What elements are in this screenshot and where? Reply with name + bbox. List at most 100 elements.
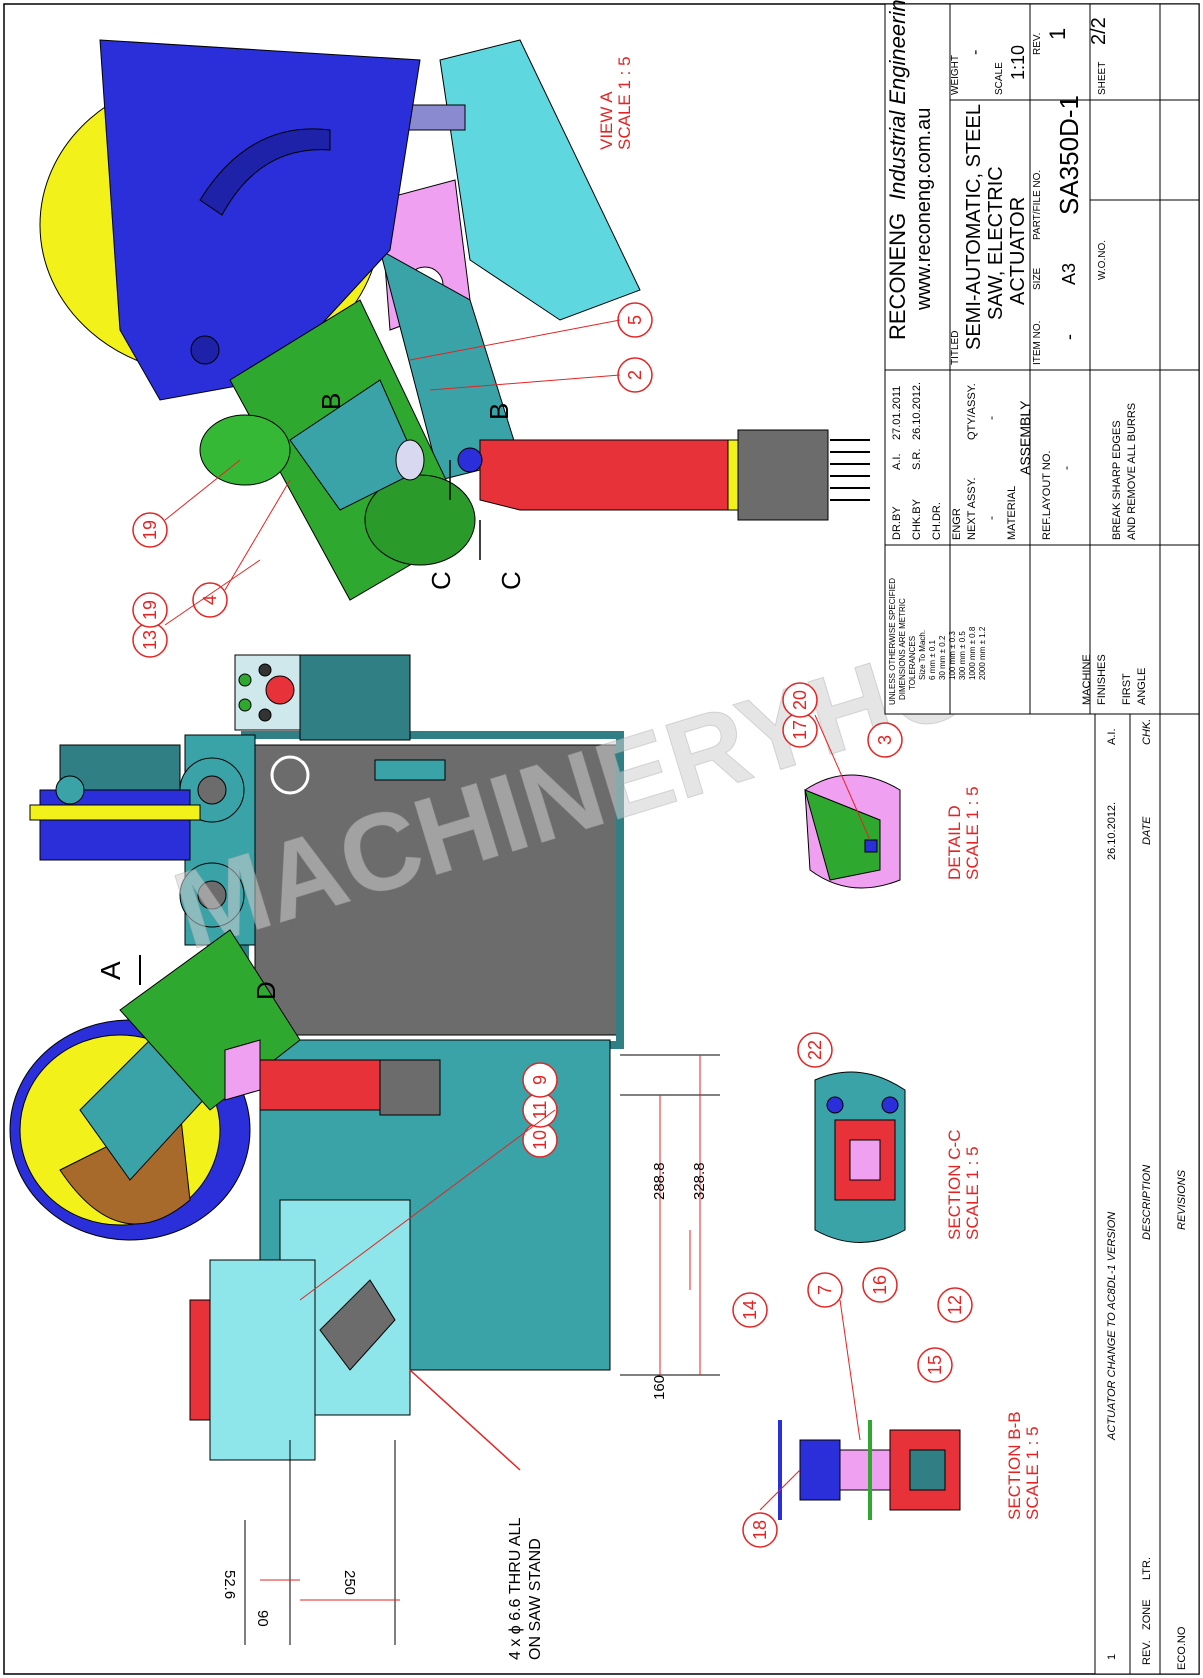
svg-text:19: 19: [140, 520, 160, 540]
view-a-motor-end: [199, 414, 291, 486]
callout-22: [797, 1032, 833, 1068]
view-a-scale: SCALE 1 : 5: [615, 56, 634, 150]
callout-15: [917, 1347, 953, 1383]
callouts: [132, 302, 973, 1548]
svg-text:PART/FILE NO.: PART/FILE NO.: [1032, 170, 1043, 240]
svg-text:30 mm ± 0.2: 30 mm ± 0.2: [938, 635, 947, 680]
view-a-guard-slot: [199, 128, 331, 216]
callout-9: [522, 1062, 558, 1098]
svg-text:NEXT ASSY.: NEXT ASSY.: [966, 477, 978, 540]
svg-text:DIMENSIONS ARE METRIC: DIMENSIONS ARE METRIC: [898, 598, 907, 700]
svg-text:MACHINE: MACHINE: [1081, 654, 1093, 705]
svg-text:CH.DR.: CH.DR.: [931, 502, 943, 540]
title-block: [884, 3, 1200, 715]
revisions-block: [1094, 713, 1200, 1675]
svg-text:9: 9: [530, 1075, 550, 1085]
section-bb-scale: SCALE 1 : 5: [1023, 1426, 1042, 1520]
sheet-number: 2/2: [1088, 17, 1110, 45]
front-view-actuator: [259, 1059, 381, 1111]
callout-labels: 19 13 19 4 2 5 17 20 3 22 10 11 9 14 7 1…: [140, 315, 965, 1540]
svg-text:15: 15: [925, 1355, 945, 1375]
section-cc-scale: SCALE 1 : 5: [963, 1146, 982, 1240]
detail-d-scale: SCALE 1 : 5: [963, 786, 982, 880]
svg-text:CHK.: CHK.: [1141, 719, 1153, 745]
dim-52-6: 52.6: [221, 1570, 238, 1599]
material-value: ASSEMBLY: [1017, 400, 1033, 475]
svg-text:-: -: [984, 516, 998, 520]
svg-text:BREAK SHARP EDGES: BREAK SHARP EDGES: [1111, 420, 1123, 540]
revisions-text: 1 ACTUATOR CHANGE TO AC8DL-1 VERSION 26.…: [1106, 719, 1188, 1670]
view-a-base: [439, 39, 641, 321]
svg-text:REVISIONS: REVISIONS: [1176, 1169, 1188, 1230]
svg-text:16: 16: [870, 1275, 890, 1295]
svg-text:W.O.NO.: W.O.NO.: [1097, 240, 1108, 280]
drawing-title-3: ACTUATOR: [1007, 197, 1029, 305]
svg-text:DESCRIPTION: DESCRIPTION: [1141, 1165, 1153, 1240]
dim-288-8: 288.8: [651, 1162, 668, 1200]
section-cc-label: SECTION C-C: [945, 1130, 964, 1241]
svg-text:4: 4: [200, 595, 220, 605]
svg-text:AND REMOVE ALL BURRS: AND REMOVE ALL BURRS: [1126, 403, 1138, 540]
svg-text:-: -: [984, 416, 998, 420]
callout-12: [937, 1287, 973, 1323]
detail-d-label: DETAIL D: [945, 805, 964, 880]
svg-text:11: 11: [530, 1101, 550, 1120]
svg-text:2: 2: [625, 370, 645, 380]
section-cc-drawing: [814, 1071, 906, 1243]
svg-text:2000 mm ± 1.2: 2000 mm ± 1.2: [978, 626, 987, 680]
svg-text:A.I.: A.I.: [891, 453, 903, 470]
svg-text:20: 20: [790, 690, 810, 710]
svg-text:10: 10: [530, 1130, 550, 1150]
revision-description: ACTUATOR CHANGE TO AC8DL-1 VERSION: [1106, 1212, 1118, 1441]
svg-text:1: 1: [1106, 1654, 1118, 1660]
front-view-side: [209, 1259, 316, 1461]
view-a-motor-cap: [364, 474, 476, 566]
company-tagline: Industrial Engineering: [885, 0, 910, 200]
svg-text:TITLED: TITLED: [950, 331, 961, 365]
svg-text:DR.BY: DR.BY: [891, 506, 903, 540]
callout-18: [742, 1512, 778, 1548]
company-website: www.reconeng.com.au: [913, 108, 935, 311]
svg-text:14: 14: [740, 1300, 760, 1320]
view-a-actuator-band: [727, 439, 739, 511]
svg-text:26.10.2012.: 26.10.2012.: [1106, 802, 1118, 860]
callout-19-b: [132, 592, 168, 628]
svg-text:ITEM NO.: ITEM NO.: [1032, 321, 1043, 365]
drawing-title-2: SAW, ELECTRIC: [985, 166, 1007, 320]
svg-text:SIZE: SIZE: [1032, 267, 1043, 290]
hole-note-line2: ON SAW STAND: [527, 1538, 544, 1660]
hole-note-line1: 4 x ϕ 6.6 THRU ALL: [507, 1518, 524, 1660]
svg-text:22: 22: [805, 1040, 825, 1060]
side-view-cabinet: [254, 744, 621, 1036]
svg-text:QTY/ASSY.: QTY/ASSY.: [966, 383, 978, 440]
dimension-lines: [244, 1054, 720, 1645]
company-name: RECONENG: [885, 213, 910, 340]
dim-90: 90: [254, 1610, 271, 1627]
svg-text:A.I.: A.I.: [1106, 728, 1118, 745]
svg-text:SCALE: SCALE: [994, 62, 1005, 95]
callout-19-a: [132, 512, 168, 548]
dim-250: 250: [341, 1570, 358, 1595]
svg-text:Size To Mach.: Size To Mach.: [918, 630, 927, 680]
svg-text:ECO.NO: ECO.NO: [1176, 1626, 1188, 1670]
svg-text:17: 17: [790, 720, 810, 740]
marker-c-right: C: [496, 571, 526, 590]
view-a-drawing: [39, 39, 870, 601]
view-a-rod-end: [395, 439, 425, 481]
callout-4: [192, 582, 228, 618]
view-a-actuator: [479, 439, 731, 511]
view-a-actuator-motor: [737, 429, 829, 521]
svg-text:18: 18: [750, 1520, 770, 1540]
callout-3: [867, 722, 903, 758]
side-view-handle: [374, 759, 446, 781]
svg-text:LTR.: LTR.: [1141, 1557, 1153, 1580]
svg-text:DATE: DATE: [1141, 816, 1153, 845]
svg-text:-: -: [1059, 466, 1073, 470]
svg-text:13: 13: [140, 630, 160, 650]
drawing-rev: 1: [1045, 28, 1070, 40]
marker-b-top: B: [316, 393, 346, 410]
svg-text:100 mm ± 0.3: 100 mm ± 0.3: [948, 631, 957, 680]
svg-text:WEIGHT: WEIGHT: [950, 55, 961, 95]
svg-text:12: 12: [945, 1295, 965, 1315]
